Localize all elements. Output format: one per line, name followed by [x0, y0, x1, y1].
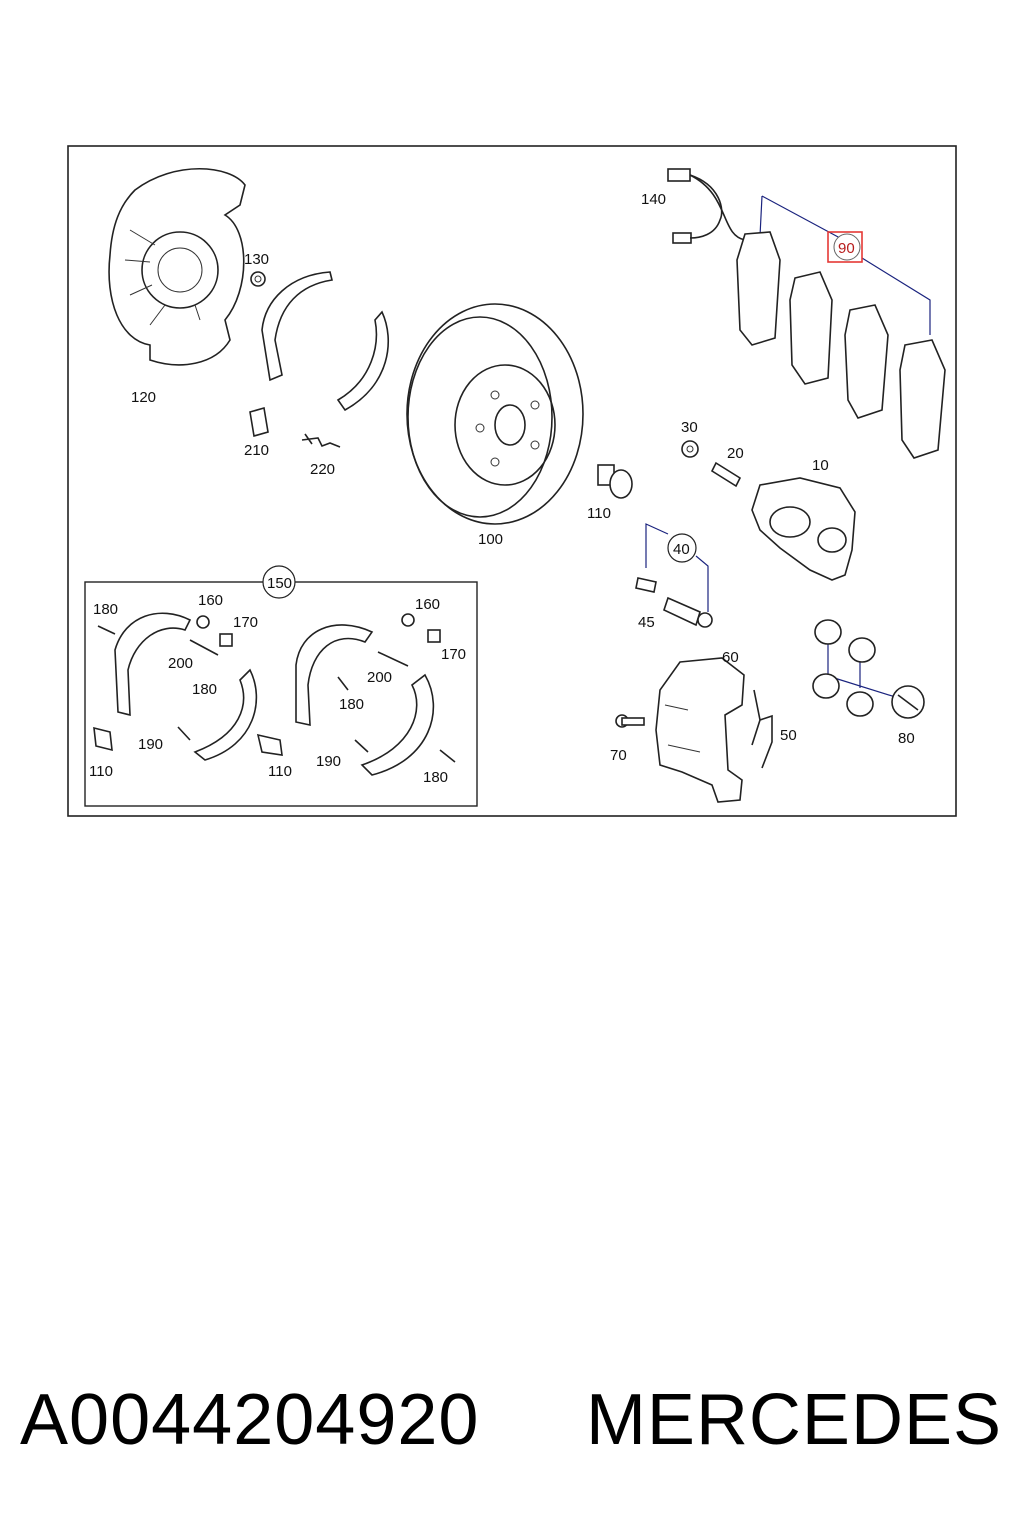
label-200-a: 200 [168, 655, 193, 672]
inset-bolt-mid [256, 733, 283, 756]
label-130: 130 [244, 251, 269, 268]
inset-spring-right [337, 651, 456, 763]
label-20: 20 [727, 445, 744, 462]
label-40-bubble [667, 533, 697, 563]
bleeder-20 [710, 461, 742, 488]
brake-shoe-upper-left [261, 271, 333, 382]
label-180-d: 180 [423, 769, 448, 786]
brake-shoe-upper-right [336, 310, 389, 412]
label-180-a: 180 [93, 601, 118, 618]
brake-pads-90 [736, 195, 946, 459]
seal-kit-80 [812, 619, 925, 719]
inset-nut-right [401, 613, 415, 627]
label-150: 150 [267, 575, 292, 592]
label-40: 40 [673, 541, 690, 558]
label-120: 120 [131, 389, 156, 406]
bushing-40 [697, 612, 713, 628]
parts-diagram: 120 130 210 220 100 110 140 [67, 145, 957, 817]
label-110-b: 110 [89, 763, 113, 780]
nut-30 [681, 440, 699, 458]
label-140: 140 [641, 191, 666, 208]
label-200-b: 200 [367, 669, 392, 686]
diagram-frame [67, 145, 957, 817]
caliper-10 [751, 477, 856, 581]
brake-disc-100 [406, 303, 584, 525]
label-190-a: 190 [138, 736, 163, 753]
part-number: A0044204920 [20, 1380, 480, 1460]
leader-40 [645, 523, 709, 612]
label-160-a: 160 [198, 592, 223, 609]
inset-shoe-right-a [295, 624, 374, 727]
label-190-b: 190 [316, 753, 341, 770]
nut-130 [250, 271, 266, 287]
label-170-b: 170 [441, 646, 466, 663]
inset-spring-left [97, 625, 219, 741]
label-90-bubble [833, 233, 861, 261]
label-10: 10 [812, 457, 829, 474]
label-110-c: 110 [268, 763, 292, 780]
label-60: 60 [722, 649, 739, 666]
label-70: 70 [610, 747, 627, 764]
inset-shoe-left-a [114, 612, 192, 717]
dust-shield-120 [108, 167, 246, 366]
brand-name: MERCEDES [585, 1380, 1002, 1460]
clip-210 [249, 406, 269, 438]
caption-bar: A0044204920 MERCEDES [0, 1370, 1024, 1470]
spring-clip-50 [751, 689, 773, 769]
label-45: 45 [638, 614, 655, 631]
inset-shoe-left-b [193, 668, 258, 761]
label-210: 210 [244, 442, 269, 459]
label-100: 100 [478, 531, 503, 548]
label-160-b: 160 [415, 596, 440, 613]
wear-sensor-140 [667, 168, 746, 244]
label-80: 80 [898, 730, 915, 747]
pin-40b [663, 596, 701, 627]
inset-sleeve-right [427, 629, 441, 643]
label-90: 90 [838, 240, 855, 257]
caliper-bracket-60 [655, 657, 745, 803]
label-170-a: 170 [233, 614, 258, 631]
inset-nut-left [196, 615, 210, 629]
label-220: 220 [310, 461, 335, 478]
pin-40a [635, 577, 657, 593]
bolt-110 [597, 464, 633, 499]
inset-bolt-left [93, 726, 113, 752]
label-90-highlight [827, 231, 863, 263]
inset-sleeve-left [219, 633, 233, 647]
label-30: 30 [681, 419, 698, 436]
label-110: 110 [587, 505, 611, 522]
bolt-70 [615, 714, 645, 728]
inset-shoe-right-b [360, 673, 435, 776]
label-50: 50 [780, 727, 797, 744]
label-180-c: 180 [339, 696, 364, 713]
spring-220 [301, 433, 341, 448]
label-180-b: 180 [192, 681, 217, 698]
parking-brake-kit-150 [84, 565, 478, 807]
